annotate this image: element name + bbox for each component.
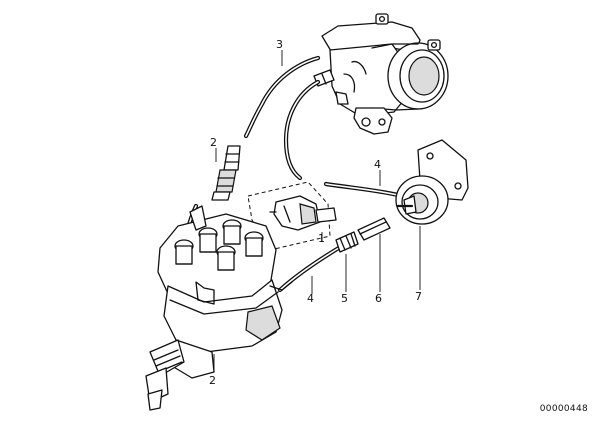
callout-5: 5 (341, 292, 348, 305)
callout-3: 3 (276, 38, 283, 51)
diagram-reference-code: 00000448 (539, 404, 588, 414)
callout-7: 7 (415, 290, 422, 303)
callout-2-upper: 2 (210, 136, 217, 149)
callout-6: 6 (375, 292, 382, 305)
callout-4-lower: 4 (307, 292, 314, 305)
distributor (145, 205, 293, 411)
connector-upper (211, 145, 241, 201)
vacuum-unit (395, 139, 469, 225)
vacuum-hose-upper (283, 79, 321, 181)
throttle-body (313, 13, 449, 135)
leader-lines (213, 50, 421, 372)
check-valve-frame (247, 181, 337, 251)
hose-short (357, 217, 391, 241)
callout-4-upper: 4 (374, 158, 381, 171)
vacuum-hose-cross (323, 181, 405, 199)
callout-1: 1 (318, 232, 325, 245)
hose-lower (277, 243, 345, 293)
valve-inline (335, 231, 359, 253)
callout-2-lower: 2 (209, 374, 216, 387)
